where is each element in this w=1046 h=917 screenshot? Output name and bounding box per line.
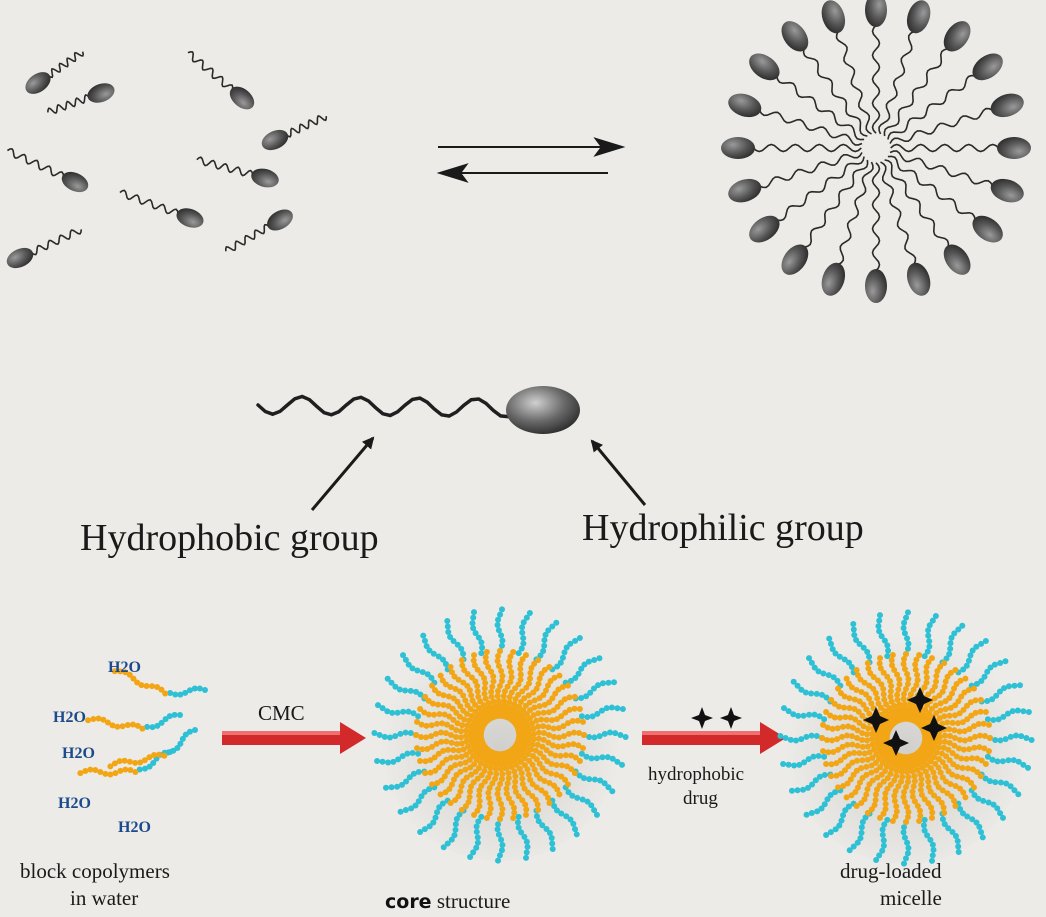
- block-copolymers-caption-line1: block copolymers: [20, 859, 170, 883]
- surfactant-head: [865, 0, 887, 27]
- drug-loaded-micelle: [777, 609, 1035, 867]
- pointer-arrow-icon: [310, 436, 375, 511]
- hydrophobic-drug-label-line2: drug: [683, 788, 718, 809]
- surfactant-head: [61, 171, 89, 193]
- surfactant-head: [990, 93, 1024, 118]
- star-drug-icon: [907, 687, 933, 713]
- hydrophobic-tail: [256, 394, 510, 419]
- water-label: H2O: [53, 709, 86, 726]
- core-word: core: [385, 891, 432, 913]
- star-drug-icon: [863, 707, 889, 733]
- pointer-arrow-icon: [590, 439, 647, 506]
- block-copolymers-caption-line2: in water: [70, 886, 138, 910]
- surfactant-head: [781, 21, 809, 52]
- core-structure-caption: core structure: [385, 889, 510, 913]
- surfactant-head: [176, 208, 204, 228]
- drug-loaded-caption-line1: drug-loaded: [840, 859, 942, 883]
- hydrophilic-group-label: Hydrophilic group: [582, 507, 864, 549]
- surfactant-head: [943, 21, 971, 52]
- surfactant-head: [906, 262, 931, 296]
- water-label: H2O: [62, 745, 95, 762]
- surfactant-head: [997, 137, 1031, 159]
- cmc-label: CMC: [258, 701, 305, 725]
- structure-word: structure: [432, 889, 511, 913]
- block-copolymers: [77, 668, 208, 778]
- surfactant-molecule: [256, 386, 580, 434]
- surfactant-head: [972, 215, 1003, 243]
- core-structure-micelle: [371, 606, 629, 864]
- free-surfactant-molecules: [6, 50, 328, 269]
- drug-loaded-caption-line2: micelle: [880, 886, 942, 910]
- surfactant-head: [251, 168, 279, 188]
- surfactant-head: [821, 262, 846, 296]
- water-label: H2O: [58, 795, 91, 812]
- surfactant-head: [990, 178, 1024, 203]
- water-label: H2O: [118, 819, 151, 836]
- star-drug-icon: [691, 707, 742, 729]
- surfactant-head: [972, 53, 1003, 81]
- micelle-spherical: [721, 0, 1031, 303]
- surfactant-head: [749, 53, 780, 81]
- star-drug-icon: [921, 715, 947, 741]
- hydrophilic-head: [506, 386, 580, 434]
- surfactant-head: [229, 86, 255, 110]
- surfactant-head: [87, 83, 115, 103]
- hydrophobic-group-label: Hydrophobic group: [80, 517, 379, 559]
- equilibrium-arrows-icon: [436, 137, 626, 183]
- surfactant-head: [267, 209, 293, 231]
- surfactant-head: [749, 215, 780, 243]
- surfactant-head: [6, 247, 34, 269]
- water-label: H2O: [108, 659, 141, 676]
- water-labels: H2O H2O H2O H2O H2O: [53, 659, 151, 836]
- surfactant-head: [865, 269, 887, 303]
- surfactant-head: [721, 137, 755, 159]
- surfactant-head: [25, 72, 51, 94]
- surfactant-head: [261, 129, 289, 151]
- surfactant-head: [821, 0, 846, 34]
- star-drug-icon: [883, 730, 909, 756]
- hydrophobic-drug-label-line1: hydrophobic: [648, 764, 744, 785]
- surfactant-head: [728, 178, 762, 203]
- surfactant-head: [781, 244, 809, 275]
- surfactant-head: [943, 244, 971, 275]
- surfactant-head: [906, 0, 931, 34]
- surfactant-head: [728, 93, 762, 118]
- cmc-arrow: [222, 722, 366, 754]
- drug-arrow: [642, 722, 786, 754]
